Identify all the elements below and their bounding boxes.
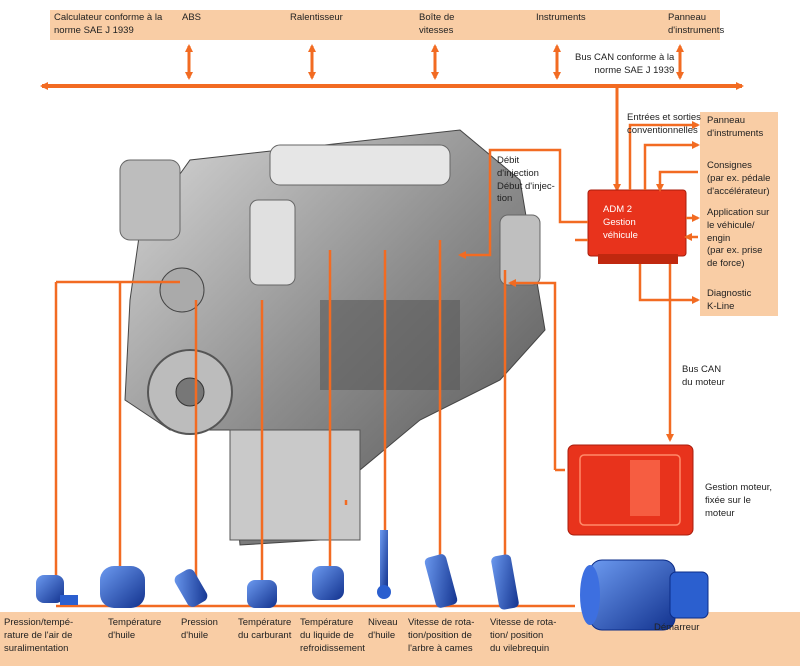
label-sensor-crankshaft: Vitesse de rota- tion/ position du vileb… xyxy=(490,617,557,654)
label-instrument-panel-top: Panneau d'instruments xyxy=(668,12,725,36)
sensor-bus-line xyxy=(54,240,575,608)
label-gearbox: Boîte de vitesses xyxy=(419,12,455,36)
label-sensor-oil-level: Niveau d'huile xyxy=(368,617,398,641)
sensor-fuel-temp-icon xyxy=(247,580,277,608)
sensor-icons xyxy=(36,530,519,610)
top-systems-bar: Calculateur conforme à la norme SAE J 19… xyxy=(50,10,724,40)
label-sensor-oil-pressure: Pression d'huile xyxy=(181,617,218,641)
sensor-oil-pressure-icon xyxy=(174,569,208,607)
sensor-coolant-icon xyxy=(312,566,344,600)
label-engine-management: Gestion moteur, fixée sur le moteur xyxy=(705,482,773,519)
label-sensor-air: Pression/tempé- rature de l'air de sural… xyxy=(4,617,74,654)
label-injection: Débit d'injection Début d'injec- tion xyxy=(497,155,555,205)
label-io-conventional: Entrées et sorties conventionnelles xyxy=(627,112,701,136)
label-sensor-fuel-temp: Température du carburant xyxy=(238,617,292,641)
label-rp-application: Application sur le véhicule/ engin (par … xyxy=(707,207,770,270)
adm-connections xyxy=(575,121,700,442)
label-adm2: ADM 2 Gestion véhicule xyxy=(603,204,638,241)
sensor-oil-temp-icon xyxy=(100,566,145,608)
sensor-crankshaft-icon xyxy=(491,554,519,610)
label-instruments: Instruments xyxy=(536,12,586,23)
top-connectors xyxy=(185,44,684,80)
label-sensor-oil-temp: Température d'huile xyxy=(108,617,162,641)
label-bus-can-motor: Bus CAN du moteur xyxy=(682,364,725,388)
label-sensor-camshaft: Vitesse de rota- tion/position de l'arbr… xyxy=(408,617,475,654)
sensor-camshaft-icon xyxy=(424,554,458,608)
label-bus-can-top: Bus CAN conforme à la norme SAE J 1939 xyxy=(575,52,675,76)
label-rp-panel: Panneau d'instruments xyxy=(707,115,764,139)
injection-line xyxy=(458,148,588,259)
engine-illustration xyxy=(119,129,546,546)
label-starter: Démarreur xyxy=(654,622,700,633)
label-calculator: Calculateur conforme à la norme SAE J 19… xyxy=(54,12,163,36)
label-abs: ABS xyxy=(182,12,202,23)
starter-motor xyxy=(580,559,709,631)
label-sensor-coolant: Température du liquide de refroidissemen… xyxy=(300,617,365,654)
right-panel xyxy=(700,112,778,316)
engine-management-unit xyxy=(567,444,694,536)
label-retarder: Ralentisseur xyxy=(290,12,343,23)
sensor-oil-level-icon xyxy=(377,530,391,599)
sensor-air-icon xyxy=(36,575,78,605)
label-rp-diagnostic: Diagnostic K-Line xyxy=(707,288,752,312)
label-rp-setpoints: Consignes (par ex. pédale d'accélérateur… xyxy=(707,160,771,197)
